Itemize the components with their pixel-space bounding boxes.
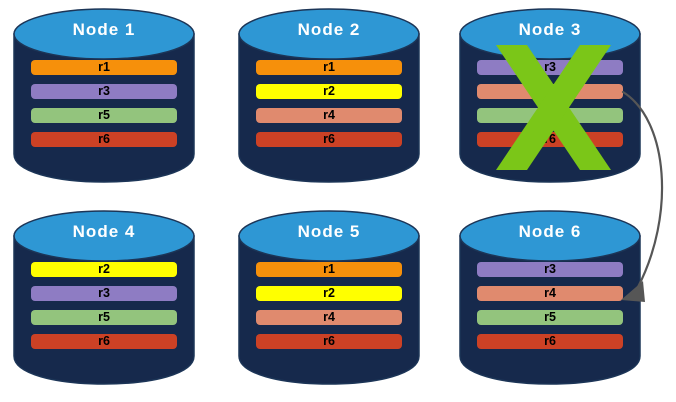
cylinder-top-ellipse	[238, 8, 420, 60]
replica-list: r3 r4 r5 r6	[477, 60, 623, 147]
replica-bar[interactable]: r1	[31, 60, 177, 75]
replica-bar[interactable]: r4	[477, 84, 623, 99]
replica-bar[interactable]: r3	[31, 286, 177, 301]
replica-bar[interactable]: r6	[477, 132, 623, 147]
replica-bar[interactable]: r6	[256, 132, 402, 147]
replica-bar[interactable]: r4	[477, 286, 623, 301]
replica-bar[interactable]: r6	[256, 334, 402, 349]
cylinder-top-ellipse	[13, 210, 195, 262]
cylinder-top-ellipse	[13, 8, 195, 60]
replica-bar[interactable]: r4	[256, 310, 402, 325]
replica-bar[interactable]: r1	[256, 262, 402, 277]
replica-list: r1 r3 r5 r6	[31, 60, 177, 147]
replica-bar[interactable]: r5	[477, 108, 623, 123]
replica-list: r2 r3 r5 r6	[31, 262, 177, 349]
replica-bar[interactable]: r5	[477, 310, 623, 325]
cylinder-top-ellipse	[459, 8, 641, 60]
replica-bar[interactable]: r5	[31, 310, 177, 325]
replica-bar[interactable]: r4	[256, 108, 402, 123]
replica-list: r1 r2 r4 r6	[256, 60, 402, 147]
cylinder-top-ellipse	[238, 210, 420, 262]
replica-bar[interactable]: r3	[477, 60, 623, 75]
replica-bar[interactable]: r3	[477, 262, 623, 277]
replica-bar[interactable]: r2	[256, 286, 402, 301]
replica-bar[interactable]: r2	[256, 84, 402, 99]
replica-bar[interactable]: r6	[31, 334, 177, 349]
replica-bar[interactable]: r2	[31, 262, 177, 277]
replica-bar[interactable]: r3	[31, 84, 177, 99]
replica-list: r3 r4 r5 r6	[477, 262, 623, 349]
replica-bar[interactable]: r6	[477, 334, 623, 349]
replica-list: r1 r2 r4 r6	[256, 262, 402, 349]
cylinder-top-ellipse	[459, 210, 641, 262]
replica-bar[interactable]: r6	[31, 132, 177, 147]
replica-bar[interactable]: r5	[31, 108, 177, 123]
replica-bar[interactable]: r1	[256, 60, 402, 75]
